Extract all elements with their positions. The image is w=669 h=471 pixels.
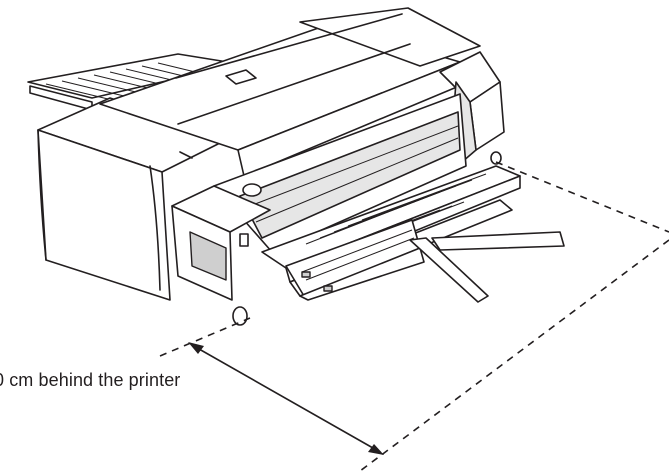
printer-top-cover: [99, 7, 481, 177]
power-button: [239, 233, 249, 247]
front-output-tray: [261, 165, 565, 303]
dimension-arrow: [188, 342, 384, 455]
panel-recess: [189, 231, 227, 281]
clearance-caption: 0 cm behind the printer: [0, 370, 181, 390]
rear-paper-support: [27, 53, 241, 111]
tray-arm-lower: [409, 237, 489, 303]
tray-arm-right: [431, 231, 565, 251]
round-button: [242, 183, 262, 197]
caster-wheel: [232, 306, 248, 326]
printer-front-face: [171, 93, 467, 301]
clearance-boundary: [159, 161, 669, 471]
cover-handle: [225, 69, 257, 85]
